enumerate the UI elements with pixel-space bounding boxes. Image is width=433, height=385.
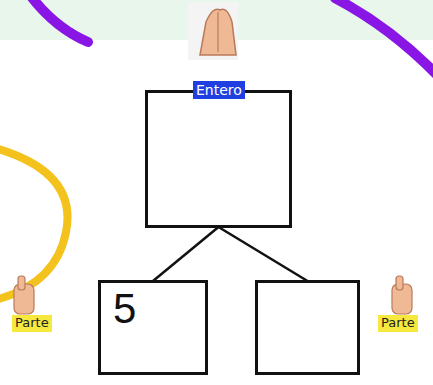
hands-shape <box>200 9 236 55</box>
thumb-shape <box>396 276 403 290</box>
fist-icon <box>392 276 412 314</box>
bond-line <box>153 227 219 281</box>
part-number: 5 <box>113 285 136 333</box>
purple-arc <box>30 0 88 42</box>
whole-label: Entero <box>193 81 245 99</box>
yellow-arc <box>0 148 68 300</box>
purple-arc <box>335 0 433 78</box>
bond-line <box>219 227 308 281</box>
icon-ground <box>188 2 238 60</box>
hands-line <box>217 12 218 52</box>
number-bond-box: Parte <box>255 280 360 375</box>
part-label: Parte <box>12 315 52 332</box>
thumb-shape <box>18 276 25 290</box>
number-bond-box: Entero <box>145 90 292 228</box>
part-label: Parte <box>378 315 418 332</box>
number-bond-box: Parte5 <box>98 280 208 375</box>
fist-icon <box>14 276 34 314</box>
clasped-hands-icon <box>188 2 238 60</box>
